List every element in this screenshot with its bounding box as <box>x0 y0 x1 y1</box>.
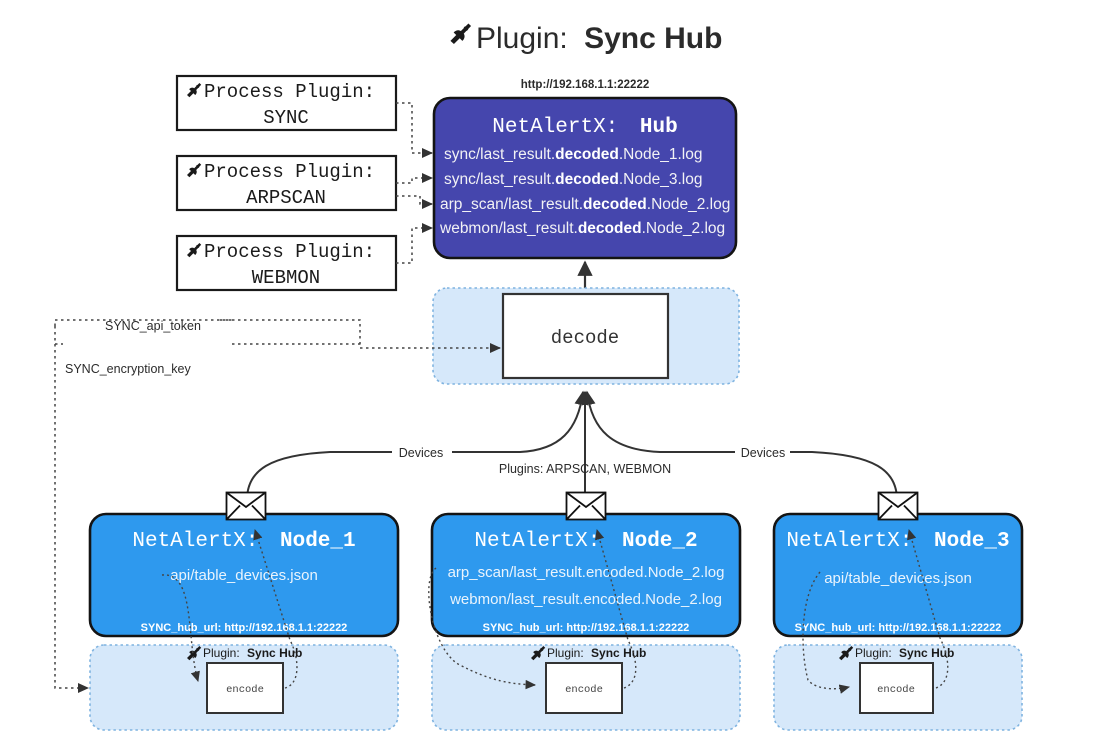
node-title-prefix: NetAlertX: <box>474 530 600 553</box>
node-title-prefix: NetAlertX: <box>786 530 912 553</box>
plug-icon <box>449 22 473 46</box>
page-title: Plugin: Sync Hub <box>449 22 722 55</box>
process-plugin-name: WEBMON <box>252 267 320 289</box>
node-2[interactable]: NetAlertX: Node_2 arp_scan/last_result.e… <box>430 512 742 638</box>
node-title-name: Node_1 <box>280 530 356 553</box>
svg-text:NetAlertX: Node_3: NetAlertX: Node_3 <box>786 530 1009 553</box>
node-line: webmon/last_result.encoded.Node_2.log <box>449 591 722 608</box>
process-plugin-box-arpscan[interactable]: Process Plugin: ARPSCAN <box>175 154 398 212</box>
process-plugin-name: ARPSCAN <box>246 187 326 209</box>
sync-hub-plugin-container-node-2: Plugin: Sync Hub encode <box>431 644 741 731</box>
plugin-to-hub-connectors <box>396 102 434 264</box>
process-plugin-prefix: Process Plugin: <box>204 81 375 103</box>
process-plugin-box-sync[interactable]: Process Plugin: SYNC <box>175 74 398 132</box>
node-title-prefix: NetAlertX: <box>132 530 258 553</box>
node-1[interactable]: NetAlertX: Node_1 api/table_devices.json… <box>88 512 400 638</box>
encode-label: encode <box>877 684 915 696</box>
node-line: api/table_devices.json <box>824 570 972 587</box>
svg-text:Plugin: Sync Hub: Plugin: Sync Hub <box>547 646 646 660</box>
svg-text:NetAlertX: Node_2: NetAlertX: Node_2 <box>474 530 697 553</box>
plugin-label-name: Sync Hub <box>591 646 646 660</box>
hub-node[interactable]: NetAlertX: Hub sync/last_result.decoded.… <box>432 96 738 260</box>
hub-log-line: sync/last_result.decoded.Node_3.log <box>444 171 702 188</box>
svg-text:NetAlertX: Hub: NetAlertX: Hub <box>492 116 677 139</box>
sync-hub-plugin-container-node-1: Plugin: Sync Hub encode <box>89 644 399 731</box>
devices-edges <box>246 390 898 501</box>
hub-title-prefix: NetAlertX: <box>492 116 618 139</box>
encode-box[interactable] <box>859 662 934 714</box>
plugin-label-name: Sync Hub <box>247 646 302 660</box>
hub-url-label: http://192.168.1.1:22222 <box>521 79 650 91</box>
hub-log-line: sync/last_result.decoded.Node_1.log <box>444 146 702 163</box>
node-footer: SYNC_hub_url: http://192.168.1.1:22222 <box>483 622 690 634</box>
node-footer: SYNC_hub_url: http://192.168.1.1:22222 <box>141 622 348 634</box>
process-plugin-prefix: Process Plugin: <box>204 161 375 183</box>
encode-box[interactable] <box>545 662 623 714</box>
node-encode-flows <box>161 528 949 694</box>
envelope-icon <box>225 491 267 521</box>
plugin-label-name: Sync Hub <box>899 646 954 660</box>
edge-label-devices-left: Devices <box>399 446 443 460</box>
node-line: arp_scan/last_result.encoded.Node_2.log <box>448 564 725 581</box>
plugin-label-prefix: Plugin: <box>855 646 892 660</box>
node-title-name: Node_3 <box>934 530 1010 553</box>
envelope-icon <box>565 491 607 521</box>
node-3[interactable]: NetAlertX: Node_3 api/table_devices.json… <box>772 512 1024 638</box>
process-plugin-box-webmon[interactable]: Process Plugin: WEBMON <box>175 234 398 292</box>
edge-label-plugins-center: Plugins: ARPSCAN, WEBMON <box>499 462 671 476</box>
process-plugin-name: SYNC <box>263 107 309 129</box>
encode-label: encode <box>226 684 264 696</box>
plugin-label-prefix: Plugin: <box>547 646 584 660</box>
svg-text:NetAlertX: Node_1: NetAlertX: Node_1 <box>132 530 355 553</box>
hub-title-name: Hub <box>640 116 678 139</box>
title-name: Sync Hub <box>584 22 722 55</box>
secret-label-api-token: SYNC_api_token <box>105 319 201 333</box>
edge-label-devices-right: Devices <box>741 446 785 460</box>
svg-text:Plugin: Sync Hub: Plugin: Sync Hub <box>855 646 954 660</box>
process-plugin-prefix: Process Plugin: <box>204 241 375 263</box>
svg-text:Plugin: Sync Hub: Plugin: Sync Hub <box>476 22 722 55</box>
node-footer: SYNC_hub_url: http://192.168.1.1:22222 <box>795 622 1002 634</box>
node-title-name: Node_2 <box>622 530 698 553</box>
decode-container: decode <box>432 287 740 385</box>
secret-routing-paths <box>54 319 502 694</box>
hub-log-line: webmon/last_result.decoded.Node_2.log <box>439 220 725 237</box>
title-prefix: Plugin: <box>476 22 568 55</box>
sync-hub-plugin-container-node-3: Plugin: Sync Hub encode <box>773 644 1023 731</box>
encode-box[interactable] <box>206 662 284 714</box>
plugin-label-prefix: Plugin: <box>203 646 240 660</box>
svg-text:Plugin: Sync Hub: Plugin: Sync Hub <box>203 646 302 660</box>
hub-log-line: arp_scan/last_result.decoded.Node_2.log <box>440 196 730 213</box>
decode-label: decode <box>551 327 619 349</box>
decode-box[interactable] <box>501 292 670 380</box>
secret-label-encryption-key: SYNC_encryption_key <box>65 362 192 376</box>
encode-label: encode <box>565 684 603 696</box>
envelope-icon <box>877 491 919 521</box>
node-line: api/table_devices.json <box>170 567 318 584</box>
